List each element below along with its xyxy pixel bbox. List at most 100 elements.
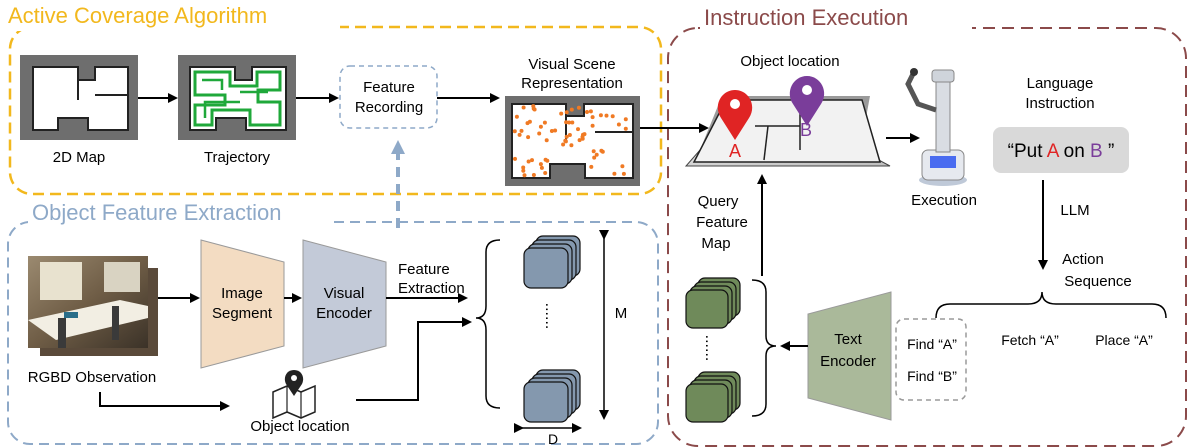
feature-point <box>517 132 522 137</box>
coverage-section-box <box>8 25 663 196</box>
feature-point <box>531 173 536 177</box>
feature-point <box>527 119 532 124</box>
feature-point <box>531 104 536 109</box>
execution-label: Execution <box>911 192 977 209</box>
text-encoder-line2: Encoder <box>820 353 876 370</box>
feature-point <box>521 168 526 173</box>
language-instruction-line1: Language <box>1027 75 1094 92</box>
feature-stack-ellipsis: ...... <box>542 303 559 330</box>
marker-b-label: B <box>800 120 812 140</box>
image-segment-line2: Segment <box>212 305 273 322</box>
robot-image <box>905 68 967 186</box>
find-a-label: Find “A” <box>907 336 957 352</box>
feature-extraction-line2: Extraction <box>398 280 465 297</box>
instruction-quote: “Put A on B ” <box>1008 141 1115 162</box>
text-encoder-line1: Text <box>834 331 862 348</box>
feature-point <box>588 109 593 114</box>
map-2d-label: 2D Map <box>53 149 106 166</box>
feature-recording-line2: Recording <box>355 99 423 116</box>
feature-recording-line1: Feature <box>363 79 415 96</box>
feature-point <box>576 105 581 110</box>
query-line1: Query <box>698 193 739 210</box>
feature-point <box>521 165 526 170</box>
image-segment-line1: Image <box>221 285 263 302</box>
text-feature-ellipsis: ...... <box>702 335 719 362</box>
feature-point <box>590 115 595 120</box>
feature-point <box>543 157 548 162</box>
feature-point <box>530 158 534 163</box>
text-feature-stack-bottom <box>685 371 741 423</box>
fetch-a-label: Fetch “A” <box>1001 332 1059 348</box>
feature-point <box>538 124 543 129</box>
feature-section-box <box>7 221 659 445</box>
text-feature-stack-top <box>685 277 741 329</box>
feature-point <box>589 164 594 169</box>
marker-a-label: A <box>729 141 741 161</box>
feature-point <box>522 173 527 178</box>
feature-point <box>604 113 609 118</box>
image-segment-block <box>200 239 285 369</box>
feature-point <box>620 164 625 169</box>
feature-point <box>594 152 599 157</box>
query-line2: Feature <box>696 214 748 231</box>
scene-label-line2: Representation <box>521 75 623 92</box>
text-encoder-block <box>807 291 892 421</box>
feature-point <box>538 162 543 167</box>
map-2d-image <box>20 55 138 140</box>
feature-stack-top <box>523 235 581 289</box>
feature-point <box>553 128 558 133</box>
feature-point <box>521 105 526 110</box>
visual-scene-image <box>505 96 640 186</box>
instruction-section-title: Instruction Execution <box>704 5 908 30</box>
feature-point <box>591 149 596 154</box>
feature-point <box>567 133 572 137</box>
trajectory-image <box>178 55 296 140</box>
feature-point <box>570 120 575 125</box>
place-a-label: Place “A” <box>1095 332 1153 348</box>
rgbd-observation-image <box>28 256 158 356</box>
query-line3: Map <box>701 235 730 252</box>
feature-extraction-line1: Feature <box>398 261 450 278</box>
feature-point <box>576 127 580 132</box>
floor-plan-image <box>684 96 891 167</box>
visual-encoder-line1: Visual <box>324 285 365 302</box>
feature-point <box>514 114 519 119</box>
find-actions-box <box>895 318 967 401</box>
feature-point <box>513 156 517 161</box>
feature-point <box>512 129 517 134</box>
feature-point <box>563 138 568 143</box>
object-location-label-top: Object location <box>740 53 839 70</box>
object-location-label-bottom: Object location <box>250 418 349 435</box>
dimension-d-label: D <box>548 431 558 447</box>
feature-point <box>580 136 585 141</box>
feature-point <box>599 148 604 153</box>
feature-point <box>564 110 569 115</box>
feature-point <box>539 165 544 170</box>
feature-brace <box>475 239 501 409</box>
action-sequence-line1: Action <box>1062 251 1104 268</box>
feature-point <box>590 123 595 128</box>
feature-point <box>544 138 549 143</box>
feature-point <box>621 171 626 176</box>
trajectory-label: Trajectory <box>204 149 271 166</box>
feature-point <box>598 113 603 118</box>
feature-point <box>567 120 572 125</box>
coverage-section-title: Active Coverage Algorithm <box>8 3 267 28</box>
query-brace <box>751 279 777 417</box>
feature-point <box>561 142 566 147</box>
location-pin-a-icon <box>717 90 753 140</box>
folded-map-pin-icon <box>272 370 316 420</box>
scene-label-line1: Visual Scene <box>528 56 615 73</box>
feature-point <box>610 114 615 119</box>
feature-point <box>569 107 574 112</box>
rgbd-observation-label: RGBD Observation <box>28 369 156 386</box>
feature-point <box>592 155 597 160</box>
feature-point <box>564 134 569 139</box>
feature-point <box>582 132 587 137</box>
find-b-label: Find “B” <box>907 368 957 384</box>
feature-point <box>526 159 531 164</box>
instruction-quote-box <box>993 127 1129 173</box>
feature-point <box>526 135 531 140</box>
